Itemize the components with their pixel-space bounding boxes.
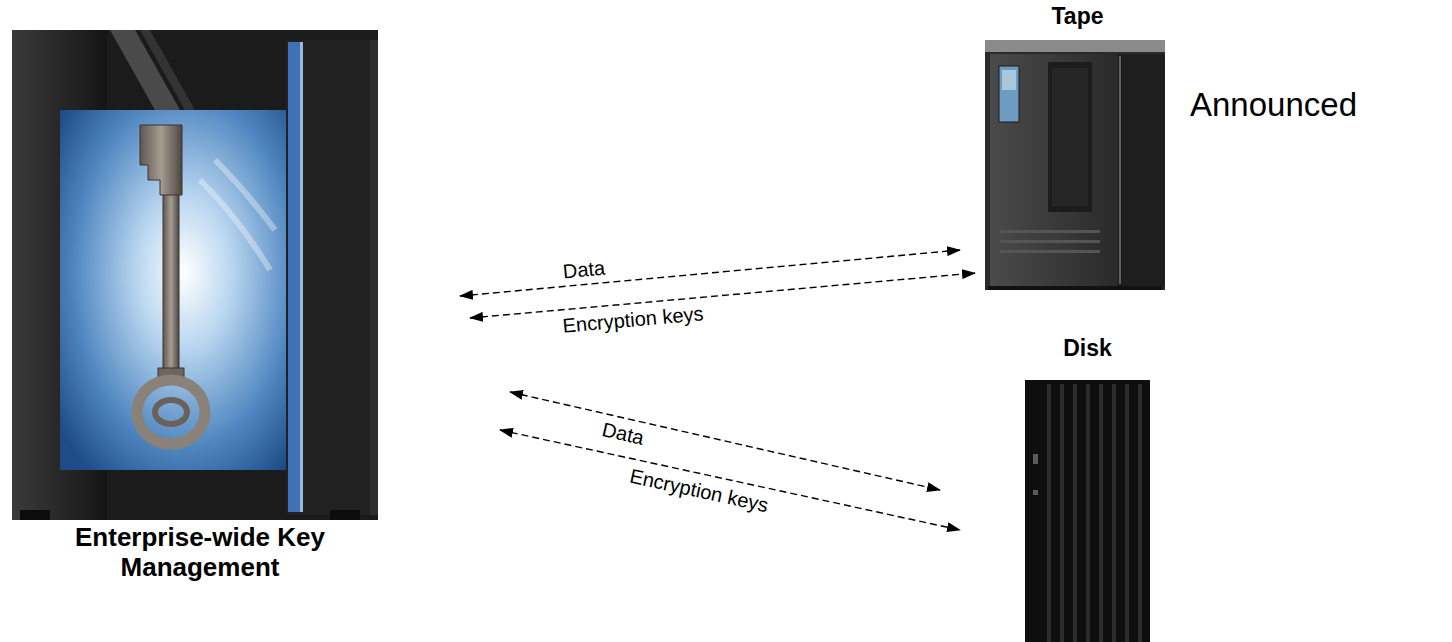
node-title: Tape <box>985 3 1170 31</box>
dashed-connector <box>460 250 960 296</box>
tape-library-illustration <box>985 40 1165 290</box>
edge-label: Encryption keys <box>624 464 773 518</box>
edge-label: Data <box>596 417 648 450</box>
status-label: Announced <box>1190 86 1357 124</box>
dashed-connector <box>470 273 975 318</box>
dashed-connector <box>500 430 960 530</box>
mainframe-node: Enterprise-wide Key Management <box>10 25 390 620</box>
disk-node: Disk <box>1020 335 1155 635</box>
node-title: Disk <box>1020 335 1155 363</box>
disk-system-illustration <box>1025 380 1150 642</box>
node-title: Enterprise-wide Key Management <box>69 523 331 583</box>
edge-label: Encryption keys <box>559 302 708 338</box>
edge-label: Data <box>559 256 609 283</box>
mainframe-illustration <box>12 30 378 520</box>
dashed-connector <box>510 392 940 490</box>
tape-node: Tape <box>985 3 1170 294</box>
